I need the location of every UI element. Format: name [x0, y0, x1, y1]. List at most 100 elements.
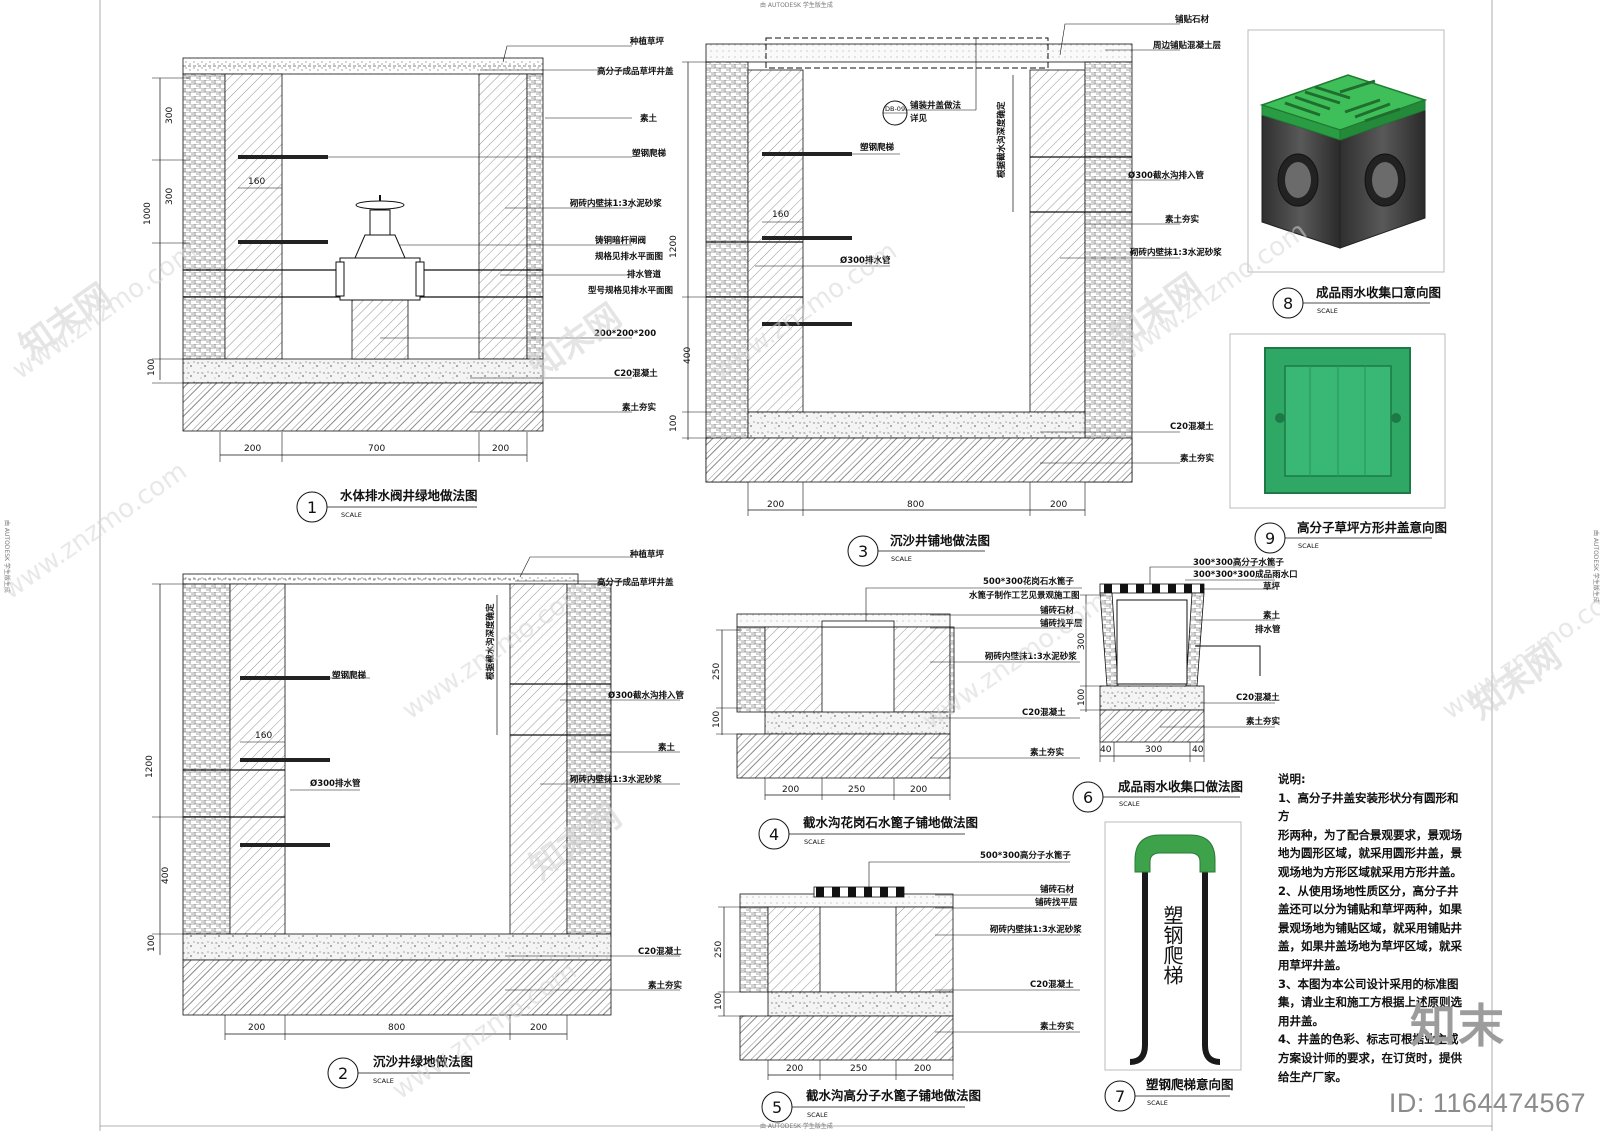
- d3-label: 素土夯实: [1180, 453, 1215, 464]
- d2-callouts: 种植草坪 高分子成品草坪井盖 塑钢爬梯 Ø300截水沟排入管 素土 砌砖内壁抹1…: [290, 549, 684, 991]
- d1-dim-v: 100: [147, 359, 157, 376]
- d1-label: 塑钢爬梯: [632, 148, 667, 159]
- d1-left-wall: [182, 73, 226, 360]
- d4-right-wall: [949, 626, 955, 713]
- d2-label: 砌砖内壁抹1:3水泥砂浆: [569, 774, 662, 785]
- d2-concrete-base: [182, 933, 612, 961]
- detail-2-section: 1200 400 100 200 800 200 160 根据截水沟深度确定: [145, 549, 684, 1089]
- d5-dim-h: 250: [850, 1064, 867, 1074]
- d6-soil-base: [1099, 709, 1205, 743]
- d3-label: 周边铺贴混凝土层: [1153, 40, 1222, 51]
- d6-number: 6: [1083, 788, 1093, 807]
- d1-label: C20混凝土: [614, 368, 658, 379]
- d3-label: Ø300截水沟排入管: [1128, 170, 1204, 181]
- d1-right-hatch: [478, 73, 528, 360]
- detail-7-ladder-image: 塑钢爬梯 7 塑钢爬梯意向图 SCALE: [1104, 821, 1242, 1112]
- detail-9-cover-image: 9 高分子草坪方形井盖意向图 SCALE: [1229, 333, 1447, 554]
- d7-title: 塑钢爬梯意向图: [1146, 1077, 1234, 1092]
- d6-title: 成品雨水收集口做法图: [1118, 779, 1243, 794]
- detail-3-section: 1200 400 100 200 800 200 160 根据截水沟深度确定 D…: [669, 14, 1222, 567]
- d3-right-hatch: [1029, 69, 1086, 413]
- image-id-label: ID: 1164474567: [1388, 1088, 1586, 1118]
- notes-heading: 说明:: [1278, 772, 1306, 786]
- d3-right-wall: [1084, 61, 1133, 483]
- d3-dim-v: 100: [669, 415, 679, 432]
- d3-callout-code: DB-09: [885, 105, 905, 113]
- d4-grate: [821, 620, 895, 628]
- d8-scale: SCALE: [1317, 307, 1338, 315]
- d9-title: 高分子草坪方形井盖意向图: [1297, 520, 1447, 535]
- d2-left-wall: [182, 583, 231, 935]
- notes-line: 盖还可以分为铺贴和草坪两种，如果: [1278, 902, 1462, 917]
- d2-dimensions: 1200 400 100 200 800 200 160 根据截水沟深度确定: [145, 583, 568, 1040]
- notes-line: 方案设计师的要求，在订货时，提供: [1278, 1050, 1462, 1065]
- d3-ladder-rung: [762, 152, 852, 156]
- d2-label: 塑钢爬梯: [332, 670, 367, 681]
- d2-label: Ø300排水管: [310, 778, 361, 789]
- notes-line: 观场地为方形区域就采用方形井盖。: [1278, 864, 1462, 879]
- d9-title-block: 9 高分子草坪方形井盖意向图 SCALE: [1254, 520, 1447, 554]
- d1-label: 种植草坪: [629, 36, 665, 47]
- d6-dim-v: 100: [1077, 689, 1087, 706]
- d4-label: C20混凝土: [1022, 707, 1066, 718]
- d7-photo-text: 塑钢爬梯: [1160, 905, 1184, 985]
- d5-number: 5: [772, 1098, 782, 1117]
- notes-line: 4、井盖的色彩、标志可根据业主或: [1278, 1032, 1459, 1047]
- d4-label: 水篦子制作工艺见景观施工图: [968, 590, 1080, 601]
- notes-line: 1、高分子井盖安装形状分有圆形和方: [1278, 790, 1459, 824]
- d1-soil-base: [182, 382, 544, 432]
- d4-label: 砌砖内壁抹1:3水泥砂浆: [984, 651, 1077, 662]
- d5-soil-base: [739, 1015, 954, 1061]
- d2-dim-h: 200: [530, 1023, 547, 1033]
- d6-title-block: 6 成品雨水收集口做法图 SCALE: [1072, 779, 1243, 813]
- d1-label: 素土夯实: [622, 402, 657, 413]
- d2-label: C20混凝土: [638, 946, 682, 957]
- d2-ladder-rung: [240, 843, 330, 847]
- notes-line: 用草坪井盖。: [1278, 957, 1347, 972]
- d3-dim-160: 160: [772, 210, 789, 220]
- d6-concrete-base: [1099, 685, 1205, 711]
- d9-number: 9: [1265, 529, 1275, 548]
- notes-line: 3、本图为本公司设计采用的标准图: [1278, 976, 1459, 991]
- d3-label: Ø300排水管: [840, 255, 891, 266]
- d6-label: C20混凝土: [1236, 692, 1280, 703]
- d5-concrete-base: [767, 991, 954, 1017]
- header-bottom-text: 由 AUTODESK 学生版生成: [760, 1122, 833, 1130]
- d1-label: 200*200*200: [594, 329, 656, 339]
- notes-line: 用井盖。: [1278, 1013, 1324, 1028]
- header-top-text: 由 AUTODESK 学生版生成: [760, 1, 833, 9]
- d3-callouts: 铺贴石材 周边铺贴混凝土层 塑钢爬梯 Ø300截水沟排入管 素土夯实 砌砖内壁抹…: [755, 14, 1222, 464]
- d9-tray-ribs: [1309, 366, 1366, 476]
- d6-label: 素土夯实: [1246, 716, 1281, 727]
- d3-dim-h: 200: [1050, 500, 1067, 510]
- d5-title-block: 5 截水沟高分子水篦子铺地做法图 SCALE: [761, 1088, 981, 1123]
- notes-line: 地为圆形区域，就采用圆形井盖，景: [1278, 846, 1462, 861]
- d4-dim-h: 250: [848, 785, 865, 795]
- d6-dimensions: 300 100 40 300 40: [1077, 594, 1205, 762]
- d2-label: 种植草坪: [629, 549, 665, 560]
- d3-number: 3: [858, 542, 868, 561]
- d1-label: 型号规格见排水平面图: [588, 285, 673, 296]
- d3-scale: SCALE: [891, 555, 912, 563]
- d5-label: 铺砖石材: [1040, 884, 1075, 895]
- d3-ladder-rung: [762, 322, 852, 326]
- brand-logo: 知末: [1410, 999, 1506, 1053]
- d6-label: 草坪: [1263, 581, 1281, 592]
- d5-label: C20混凝土: [1030, 979, 1074, 990]
- d9-scale: SCALE: [1298, 542, 1319, 550]
- d7-scale: SCALE: [1147, 1099, 1168, 1107]
- d5-label: 砌砖内壁抹1:3水泥砂浆: [989, 924, 1082, 935]
- d8-number: 8: [1283, 294, 1293, 313]
- d4-right-hatch: [893, 626, 951, 713]
- d2-title-block: 2 沉沙井绿地做法图 SCALE: [327, 1054, 473, 1089]
- d1-scale: SCALE: [341, 511, 362, 519]
- d2-label: Ø300截水沟排入管: [608, 690, 684, 701]
- d4-dimensions: 250 100 200 250 200: [712, 629, 951, 800]
- d1-ladder-rung: [238, 240, 328, 244]
- d3-left-hatch: [747, 69, 804, 413]
- d2-ladder-rung: [240, 676, 330, 680]
- d1-dim-h: 200: [244, 444, 261, 454]
- d4-callouts: 500*300花岗石水篦子 水篦子制作工艺见景观施工图 铺砖石材 铺砖找平层 砌…: [865, 576, 1083, 759]
- d2-scale: SCALE: [373, 1077, 394, 1085]
- d4-title: 截水沟花岗石水篦子铺地做法图: [803, 815, 978, 830]
